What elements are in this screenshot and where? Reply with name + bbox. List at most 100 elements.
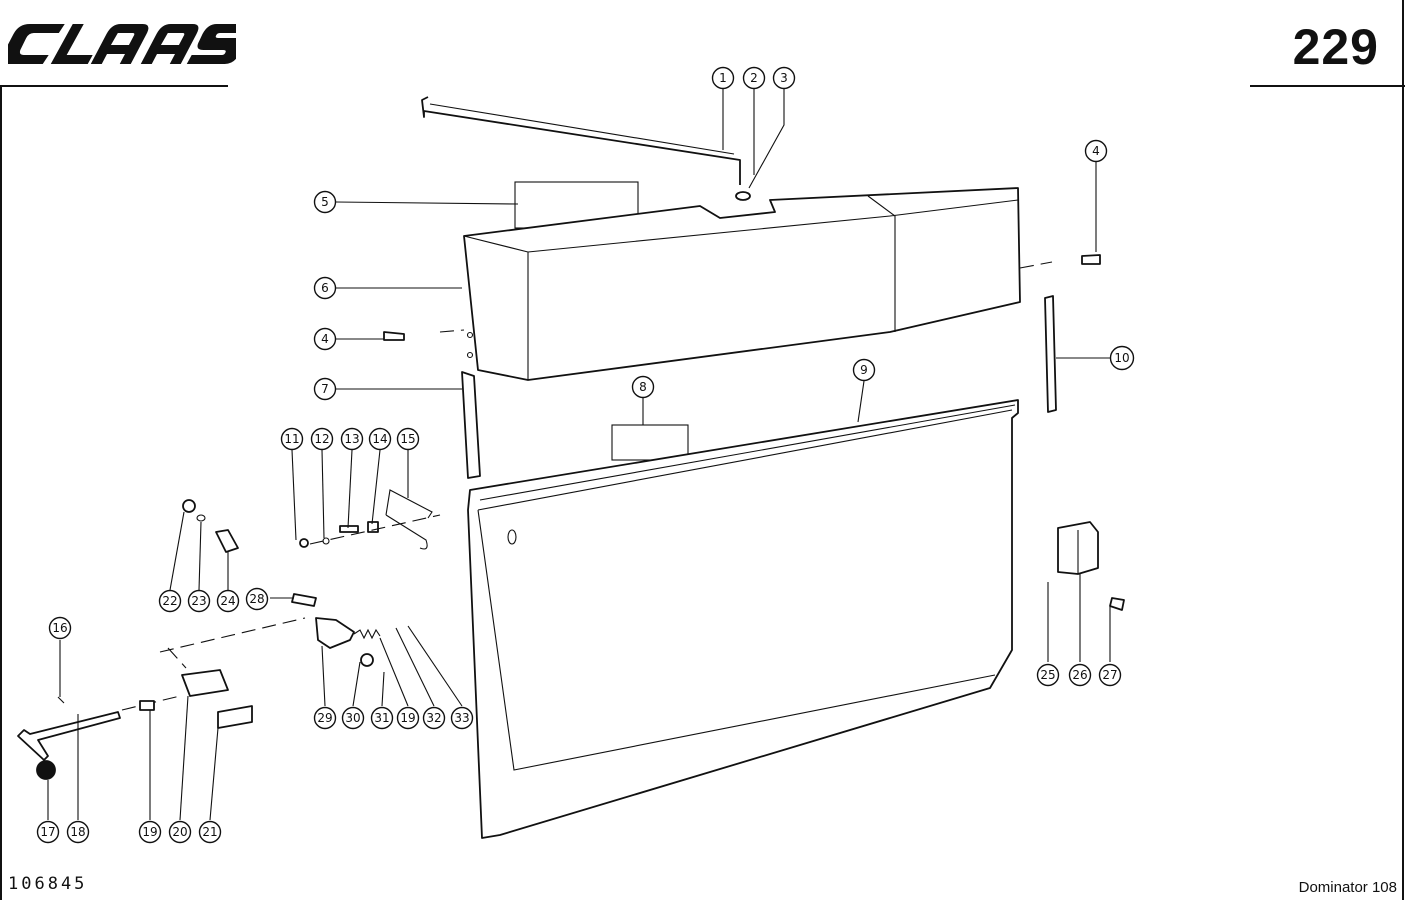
latch-part xyxy=(315,617,355,649)
assembly-line xyxy=(159,617,306,653)
callout-18: 18 xyxy=(66,820,90,844)
callout-label: 9 xyxy=(860,363,868,377)
callout-label: 28 xyxy=(249,592,264,606)
callout-3: 3 xyxy=(772,66,796,90)
callout-label: 27 xyxy=(1102,668,1117,682)
callout-20: 20 xyxy=(168,820,192,844)
callout-label: 29 xyxy=(317,711,332,725)
handle-part xyxy=(17,711,121,761)
callout-label: 19 xyxy=(400,711,415,725)
callout-21: 21 xyxy=(198,820,222,844)
callout-30: 30 xyxy=(341,706,365,730)
callout-label: 24 xyxy=(220,594,235,608)
callout-label: 14 xyxy=(372,432,387,446)
upper-cover-hole xyxy=(466,331,474,339)
callout-label: 5 xyxy=(321,195,329,209)
callout-22: 22 xyxy=(158,589,182,613)
leader-lines xyxy=(47,88,1111,821)
rod-part-edge xyxy=(429,103,735,155)
callout-label: 16 xyxy=(52,621,67,635)
callout-4a: 4 xyxy=(1084,139,1108,163)
knob-grip-part xyxy=(36,760,56,780)
callout-26: 26 xyxy=(1068,663,1092,687)
header-rule-left xyxy=(0,85,228,87)
upper-cover-fold xyxy=(463,195,1019,380)
rod-part xyxy=(421,96,741,185)
callout-label: 7 xyxy=(321,382,329,396)
callout-label: 20 xyxy=(172,825,187,839)
callout-6: 6 xyxy=(313,276,337,300)
callout-label: 3 xyxy=(780,71,788,85)
model-name: Dominator 108 xyxy=(1298,879,1397,896)
lower-panel-hole xyxy=(507,529,517,545)
bolt-right-part xyxy=(1109,597,1125,611)
upper-cover-hole xyxy=(466,351,474,359)
assembly-line xyxy=(439,329,465,333)
callout-label: 32 xyxy=(426,711,441,725)
washer-part xyxy=(360,653,374,667)
callout-label: 31 xyxy=(374,711,389,725)
callout-label: 12 xyxy=(314,432,329,446)
callout-7: 7 xyxy=(313,377,337,401)
plate-small-part xyxy=(217,705,253,729)
callout-label: 25 xyxy=(1040,668,1055,682)
callout-17: 17 xyxy=(36,820,60,844)
bolt-upper-right-part xyxy=(1081,254,1101,265)
drawing-number: 106845 xyxy=(8,874,88,894)
right-border xyxy=(1402,0,1404,900)
assembly-line xyxy=(167,647,187,669)
callout-23: 23 xyxy=(187,589,211,613)
callout-32: 32 xyxy=(422,706,446,730)
callout-10: 10 xyxy=(1109,345,1135,371)
callout-5: 5 xyxy=(313,190,337,214)
callout-16: 16 xyxy=(48,616,72,640)
callout-25: 25 xyxy=(1036,663,1060,687)
sleeve-part xyxy=(367,521,379,533)
callout-19b: 19 xyxy=(138,820,162,844)
callout-label: 15 xyxy=(400,432,415,446)
callout-9: 9 xyxy=(852,358,876,382)
callout-28: 28 xyxy=(245,587,269,611)
callout-15: 15 xyxy=(396,427,420,451)
callout-label: 23 xyxy=(191,594,206,608)
callout-label: 33 xyxy=(454,711,469,725)
callout-label: 2 xyxy=(750,71,758,85)
claas-logo xyxy=(8,24,236,64)
callout-label: 6 xyxy=(321,281,329,295)
callout-8: 8 xyxy=(631,375,655,399)
callout-19a: 19 xyxy=(396,706,420,730)
upper-cover-part xyxy=(463,187,1021,381)
callout-label: 17 xyxy=(40,825,55,839)
callout-label: 18 xyxy=(70,825,85,839)
callout-label: 30 xyxy=(345,711,360,725)
callout-label: 13 xyxy=(344,432,359,446)
strip-left-part xyxy=(461,371,481,479)
nut-small-part xyxy=(139,700,155,711)
assembly-line xyxy=(309,514,441,545)
callout-label: 8 xyxy=(639,380,647,394)
decal-lower-part xyxy=(611,424,689,461)
bolt-left-part xyxy=(383,331,405,341)
callout-label: 26 xyxy=(1072,668,1087,682)
page-number: 229 xyxy=(1292,19,1379,75)
assembly-line xyxy=(1019,261,1053,269)
strip-right-part xyxy=(1044,295,1057,413)
callout-2: 2 xyxy=(742,66,766,90)
lower-panel-fold xyxy=(477,404,1016,771)
nut-part xyxy=(182,499,196,513)
callout-24: 24 xyxy=(216,589,240,613)
callout-33: 33 xyxy=(450,706,474,730)
callout-label: 22 xyxy=(162,594,177,608)
knob-part xyxy=(215,529,239,553)
callouts: 1 2 3 4 5 6 4 7 8 9 10 11 12 13 14 15 22… xyxy=(36,66,1135,844)
callout-label: 21 xyxy=(202,825,217,839)
callout-label: 1 xyxy=(719,71,727,85)
callout-27: 27 xyxy=(1098,663,1122,687)
spring-part xyxy=(385,489,433,550)
header-rule-right xyxy=(1250,85,1405,87)
left-border xyxy=(0,85,2,900)
callout-label: 4 xyxy=(321,332,329,346)
bolt-part xyxy=(339,525,359,533)
cotter-pin-part xyxy=(57,696,65,704)
